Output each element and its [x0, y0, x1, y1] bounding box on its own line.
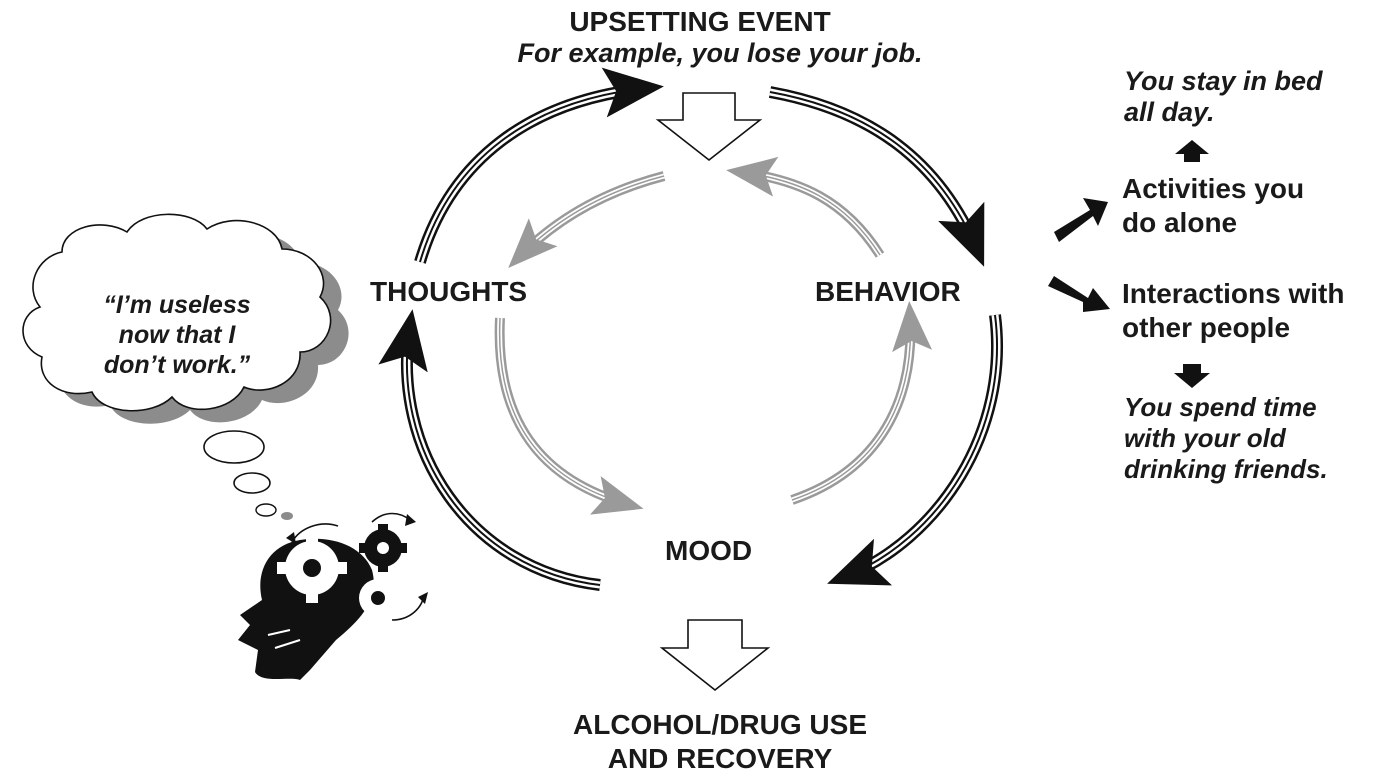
cloud-bubble-2 [233, 472, 271, 494]
cloud-bubble-1 [203, 430, 265, 464]
social-label-line2: other people [1122, 312, 1291, 343]
arrow-inner-event-to-thoughts [508, 171, 666, 269]
arrow-event-to-behavior [768, 86, 985, 267]
hollow-down-arrow-top [655, 92, 763, 162]
thought-line2: now that I [118, 321, 236, 349]
alone-example: You stay in bed all day. [1124, 66, 1323, 128]
social-example-line1: You spend time [1124, 392, 1317, 422]
alone-label: Activities you do alone [1122, 172, 1304, 240]
head-with-gears-icon [238, 512, 428, 680]
thought-line3: don’t work.” [103, 351, 251, 379]
cloud-bubble-3 [255, 503, 277, 517]
social-label-line1: Interactions with [1122, 278, 1345, 309]
head-silhouette [238, 538, 374, 680]
thought-line1: “I’m useless [103, 291, 251, 319]
arrow-to-interactions [1048, 276, 1110, 312]
small-up-arrow [1175, 140, 1209, 162]
arrow-mood-to-thoughts [378, 309, 601, 591]
small-down-arrow [1174, 364, 1210, 388]
alone-label-line1: Activities you [1122, 173, 1305, 204]
social-example: You spend time with your old drinking fr… [1124, 392, 1328, 485]
alone-example-line2: all day. [1124, 97, 1215, 127]
hollow-down-arrow-bottom [659, 619, 771, 692]
outcome-line1: ALCOHOL/DRUG USE [573, 709, 867, 740]
event-example: For example, you lose your job. [517, 38, 923, 68]
arrow-to-activities [1054, 198, 1108, 242]
cloud-body [22, 213, 332, 412]
arrow-thoughts-to-event [414, 67, 664, 264]
cloud-bubble-4 [281, 512, 293, 520]
arrow-inner-thoughts-to-mood [494, 317, 644, 515]
node-mood: MOOD [665, 535, 753, 566]
social-example-line2: with your old [1124, 423, 1286, 453]
thought-cloud-text: “I’m useless now that I don’t work.” [62, 290, 292, 380]
thought-cloud [22, 213, 349, 520]
social-label: Interactions with other people [1122, 277, 1344, 345]
event-title: UPSETTING EVENT [569, 6, 831, 37]
outcome-line2: AND RECOVERY [607, 743, 833, 774]
node-behavior: BEHAVIOR [815, 276, 961, 307]
alone-example-line1: You stay in bed [1124, 66, 1323, 96]
arrow-inner-behavior-to-event [726, 156, 885, 258]
arrow-inner-mood-to-behavior [790, 301, 933, 505]
node-thoughts: THOUGHTS [370, 276, 528, 307]
branch-arrows [1048, 140, 1210, 388]
alone-label-line2: do alone [1122, 207, 1238, 238]
inner-arrows [494, 156, 933, 515]
arrow-behavior-to-mood [827, 314, 1003, 586]
outer-arrows [378, 67, 1003, 591]
outcome-label: ALCOHOL/DRUG USE AND RECOVERY [520, 708, 920, 776]
social-example-line3: drinking friends. [1124, 454, 1328, 484]
